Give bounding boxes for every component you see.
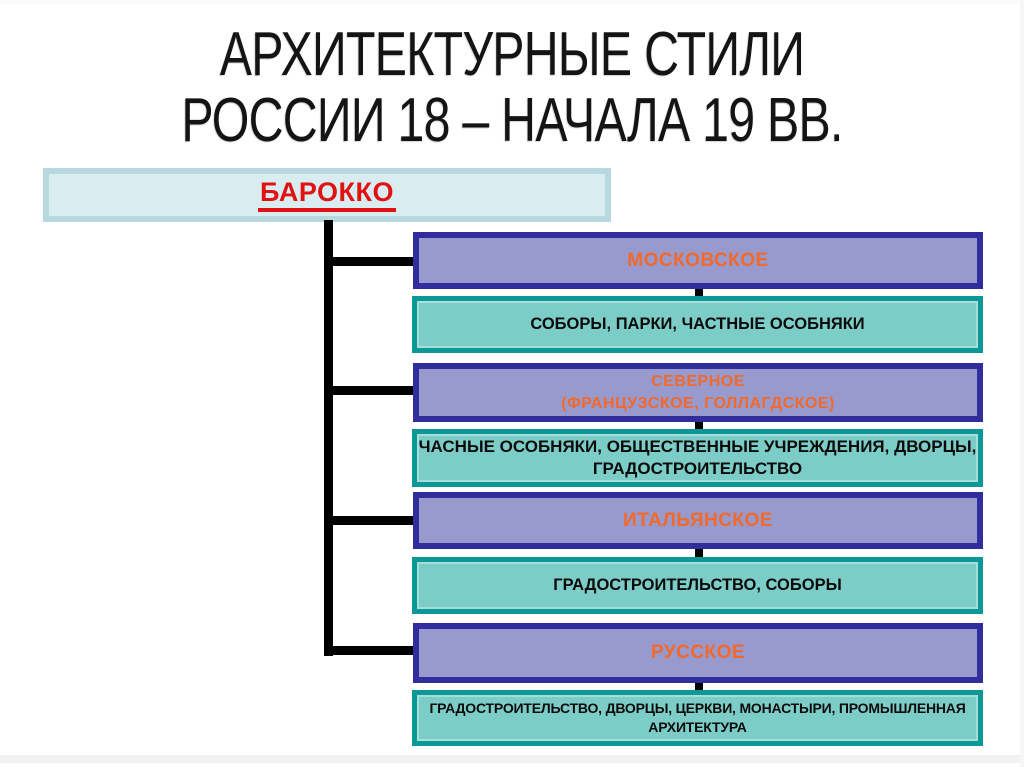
desc-text: ГРАДОСТРОИТЕЛЬСТВО, СОБОРЫ: [553, 576, 842, 594]
desc-text: СОБОРЫ, ПАРКИ, ЧАСТНЫЕ ОСОБНЯКИ: [530, 315, 865, 333]
title-line-2: РОССИИ 18 – НАЧАЛА 19 ВВ.: [181, 86, 843, 155]
connector-moscow-desc: [695, 287, 703, 297]
desc-box-moscow: СОБОРЫ, ПАРКИ, ЧАСТНЫЕ ОСОБНЯКИ: [412, 296, 983, 353]
baroque-root-box: БАРОККО: [43, 168, 611, 222]
slide-edge-top: [0, 0, 1024, 4]
desc-box-italian: ГРАДОСТРОИТЕЛЬСТВО, СОБОРЫ: [412, 557, 983, 614]
slide-edge-right: [1020, 0, 1024, 767]
desc-text: ГРАДОСТРОИТЕЛЬСТВО, ДВОРЦЫ, ЦЕРКВИ, МОНА…: [429, 700, 966, 717]
style-box-italian: ИТАЛЬЯНСКОЕ: [413, 492, 983, 549]
branch-line-northern: [324, 386, 417, 395]
branch-line-italian: [324, 516, 417, 525]
style-box-northern: СЕВЕРНОЕ (ФРАНЦУЗСКОЕ, ГОЛЛАГДСКОЕ): [413, 363, 983, 422]
style-label: МОСКОВСКОЕ: [627, 249, 769, 271]
desc-text: ЧАСНЫЕ ОСОБНЯКИ, ОБЩЕСТВЕННЫЕ УЧРЕЖДЕНИЯ…: [418, 436, 977, 456]
style-label: ИТАЛЬЯНСКОЕ: [623, 509, 773, 531]
style-label: РУССКОЕ: [650, 642, 746, 663]
connector-italian-desc: [695, 547, 703, 558]
style-label: СЕВЕРНОЕ: [651, 373, 745, 391]
desc-text-line2: ГРАДОСТРОИТЕЛЬСТВО: [592, 459, 803, 478]
style-box-moscow: МОСКОВСКОЕ: [413, 232, 983, 289]
title-line-1: АРХИТЕКТУРНЫЕ СТИЛИ: [219, 20, 805, 89]
branch-line-russian: [324, 646, 417, 655]
desc-text-line2: АРХИТЕКТУРА: [648, 719, 747, 735]
tree-trunk-line: [324, 220, 333, 656]
connector-northern-desc: [695, 420, 703, 430]
slide-title: АРХИТЕКТУРНЫЕ СТИЛИ РОССИИ 18 – НАЧАЛА 1…: [0, 22, 1024, 154]
style-box-russian: РУССКОЕ: [413, 623, 983, 683]
desc-box-northern: ЧАСНЫЕ ОСОБНЯКИ, ОБЩЕСТВЕННЫЕ УЧРЕЖДЕНИЯ…: [412, 429, 983, 487]
baroque-label: БАРОККО: [258, 178, 396, 212]
desc-box-russian: ГРАДОСТРОИТЕЛЬСТВО, ДВОРЦЫ, ЦЕРКВИ, МОНА…: [412, 690, 983, 746]
slide-edge-bottom: [0, 755, 1024, 763]
connector-russian-desc: [695, 681, 703, 691]
style-label-subtitle: (ФРАНЦУЗСКОЕ, ГОЛЛАГДСКОЕ): [561, 394, 835, 412]
branch-line-moscow: [324, 257, 417, 266]
